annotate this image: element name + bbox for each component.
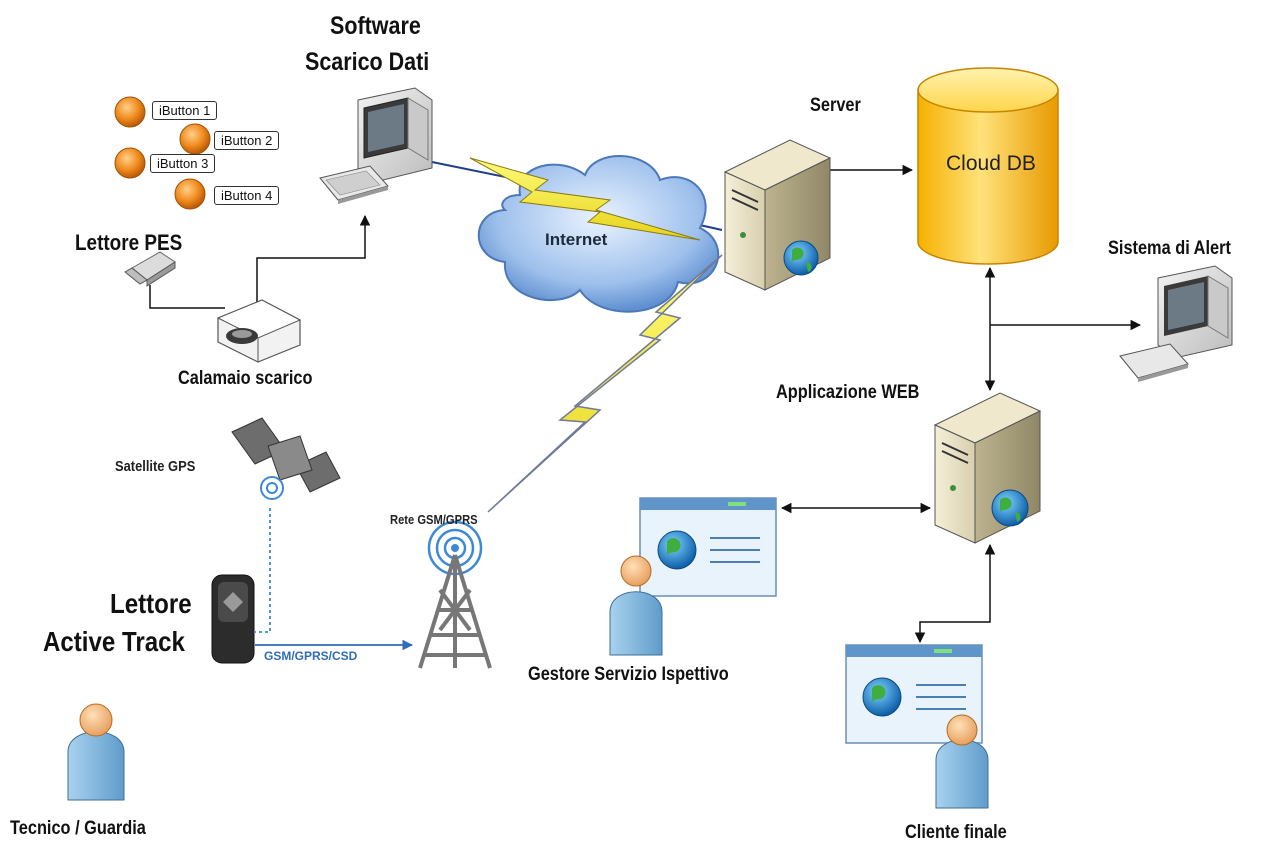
applicazione-web-label: Applicazione WEB	[776, 382, 920, 403]
ibutton-label-2: iButton 2	[214, 131, 280, 150]
calamaio-label: Calamaio scarico	[178, 368, 313, 389]
gestore-label: Gestore Servizio Ispettivo	[528, 664, 729, 685]
antenna-icon	[418, 520, 492, 669]
tecnico-label: Tecnico / Guardia	[10, 818, 146, 839]
ibutton-label-4: iButton 4	[214, 186, 280, 205]
computer-icon	[319, 87, 433, 204]
server-icon	[723, 139, 832, 291]
web-server-icon	[933, 392, 1042, 544]
person-icon-cliente	[935, 714, 989, 809]
server-label: Server	[810, 95, 861, 116]
reader-base-icon	[216, 299, 302, 363]
cliente-label: Cliente finale	[905, 822, 1007, 843]
internet-label: Internet	[545, 230, 608, 249]
lettore-pes-label: Lettore PES	[75, 230, 183, 255]
cloud-db-label: Cloud DB	[946, 152, 1036, 175]
ibutton-label-3: iButton 3	[150, 154, 216, 173]
software-title-line1: Software	[330, 12, 421, 40]
person-icon-gestore	[609, 555, 663, 656]
alert-computer-icon	[1119, 265, 1233, 382]
lightning-gsm-icon	[487, 254, 723, 513]
lightning-icon	[469, 157, 701, 241]
database-icon	[917, 67, 1059, 265]
gsm-link-label: GSM/GPRS/CSD	[264, 649, 358, 663]
usb-key-icon	[124, 251, 176, 287]
reader-device-icon	[211, 574, 255, 664]
satellite-icon	[231, 417, 341, 500]
lettore-active-line1: Lettore	[110, 588, 192, 619]
ibutton-label-1: iButton 1	[152, 101, 218, 120]
sistema-alert-label: Sistema di Alert	[1108, 238, 1231, 259]
browser-window-icon	[639, 497, 777, 597]
software-title-line2: Scarico Dati	[305, 48, 430, 76]
ibutton-coins	[114, 96, 211, 210]
person-icon-tecnico	[67, 703, 125, 801]
rete-gsm-label: Rete GSM/GPRS	[390, 512, 478, 527]
satellite-gps-label: Satellite GPS	[115, 458, 196, 475]
lettore-active-line2: Active Track	[43, 626, 185, 657]
connectors	[149, 161, 1142, 651]
